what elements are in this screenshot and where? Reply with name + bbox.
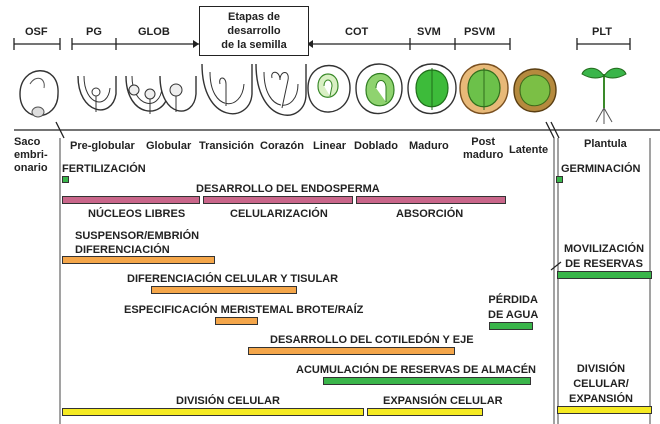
mobilization-line-2: DE RESERVAS	[564, 257, 644, 272]
stage-saco-line-3: onario	[14, 162, 54, 175]
reserve-mobilization-bar	[557, 271, 652, 279]
cotyledon-label: DESARROLLO DEL COTILEDÓN Y EJE	[270, 334, 474, 346]
plantlet-division-bar	[557, 406, 652, 414]
cell-division-bar	[62, 408, 364, 416]
cellularization-label: CELULARIZACIÓN	[230, 208, 328, 220]
suspensor-line-2: DIFERENCIACIÓN	[75, 243, 199, 257]
storage-reserves-bar	[323, 377, 531, 385]
germination-label: GERMINACIÓN	[561, 163, 640, 175]
stage-preglobular: Pre-globular	[70, 140, 135, 153]
fertilization-marker	[62, 176, 69, 183]
suspensor-bar	[62, 256, 215, 264]
storage-reserves-label: ACUMULACIÓN DE RESERVAS DE ALMACÉN	[296, 364, 536, 376]
water-loss-bar	[489, 322, 533, 330]
cell-expansion-label: EXPANSIÓN CELULAR	[383, 395, 503, 407]
plantlet-division-line-3: EXPANSIÓN	[569, 392, 633, 407]
cotyledon-bar	[248, 347, 455, 355]
suspensor-label: SUSPENSOR/EMBRIÓN DIFERENCIACIÓN	[75, 229, 199, 257]
suspensor-line-1: SUSPENSOR/EMBRIÓN	[75, 229, 199, 243]
bent-seed-illustration	[356, 64, 402, 114]
mature-seed-illustration	[408, 64, 456, 114]
transition-seed-illustration	[202, 64, 252, 114]
title-line-3: de la semilla	[221, 38, 286, 52]
cell-division-label: DIVISIÓN CELULAR	[176, 395, 280, 407]
cellularization-bar	[203, 196, 353, 204]
tissue-differentiation-label: DIFERENCIACIÓN CELULAR Y TISULAR	[127, 273, 338, 285]
water-loss-label: PÉRDIDA DE AGUA	[488, 293, 538, 323]
stage-postmaduro: Post maduro	[463, 136, 503, 162]
pg-label: PG	[86, 26, 102, 38]
meristem-label: ESPECIFICACIÓN MERISTEMAL BROTE/RAÍZ	[124, 304, 363, 316]
water-loss-line-1: PÉRDIDA	[488, 293, 538, 308]
psvm-label: PSVM	[464, 26, 495, 38]
stage-transicion: Transición	[199, 140, 254, 153]
stage-latente: Latente	[509, 144, 548, 157]
cot-label: COT	[345, 26, 368, 38]
free-nuclei-label: NÚCLEOS LIBRES	[88, 208, 185, 220]
stage-corazon: Corazón	[260, 140, 304, 153]
title-line-1: Etapas de	[221, 10, 286, 24]
embryo-sac-illustration	[20, 71, 58, 117]
stage-plantula: Plantula	[584, 138, 627, 151]
stage-saco-line-2: embri-	[14, 149, 54, 162]
seed-illustrations	[0, 54, 660, 130]
stage-globular: Globular	[146, 140, 191, 153]
cell-expansion-bar	[367, 408, 483, 416]
fertilization-label: FERTILIZACIÓN	[62, 163, 146, 175]
free-nuclei-bar	[62, 196, 200, 204]
preglobular-seed-illustration	[78, 76, 116, 112]
svm-label: SVM	[417, 26, 441, 38]
osf-label: OSF	[25, 26, 48, 38]
reserve-mobilization-label: MOVILIZACIÓN DE RESERVAS	[564, 242, 644, 272]
linear-seed-illustration	[308, 66, 350, 113]
mobilization-line-1: MOVILIZACIÓN	[564, 242, 644, 257]
endosperm-label: DESARROLLO DEL ENDOSPERMA	[196, 183, 380, 195]
tissue-differentiation-bar	[151, 286, 297, 294]
meristem-bar	[215, 317, 258, 325]
absorption-bar	[356, 196, 506, 204]
plantlet-division-label: DIVISIÓN CELULAR/ EXPANSIÓN	[569, 362, 633, 407]
plantlet-division-line-2: CELULAR/	[569, 377, 633, 392]
water-loss-line-2: DE AGUA	[488, 308, 538, 323]
postmature-seed-illustration	[460, 64, 508, 114]
germination-marker	[556, 176, 563, 183]
title-line-2: desarrollo	[221, 24, 286, 38]
heart-seed-illustration	[256, 64, 306, 115]
stage-maduro: Maduro	[409, 140, 449, 153]
diagram-title: Etapas de desarrollo de la semilla	[199, 6, 309, 56]
absorption-label: ABSORCIÓN	[396, 208, 463, 220]
dormant-seed-illustration	[514, 69, 556, 112]
stage-saco-line-1: Saco	[14, 136, 54, 149]
plantlet-division-line-1: DIVISIÓN	[569, 362, 633, 377]
plt-label: PLT	[592, 26, 612, 38]
stage-saco: Saco embri- onario	[14, 136, 54, 175]
stage-linear: Linear	[313, 140, 346, 153]
stage-postmaduro-line-1: Post	[463, 136, 503, 149]
stage-doblado: Doblado	[354, 140, 398, 153]
globular-seed-illustration-2	[160, 76, 196, 112]
seedling-illustration	[582, 68, 626, 124]
stage-postmaduro-line-2: maduro	[463, 149, 503, 162]
glob-label: GLOB	[138, 26, 170, 38]
